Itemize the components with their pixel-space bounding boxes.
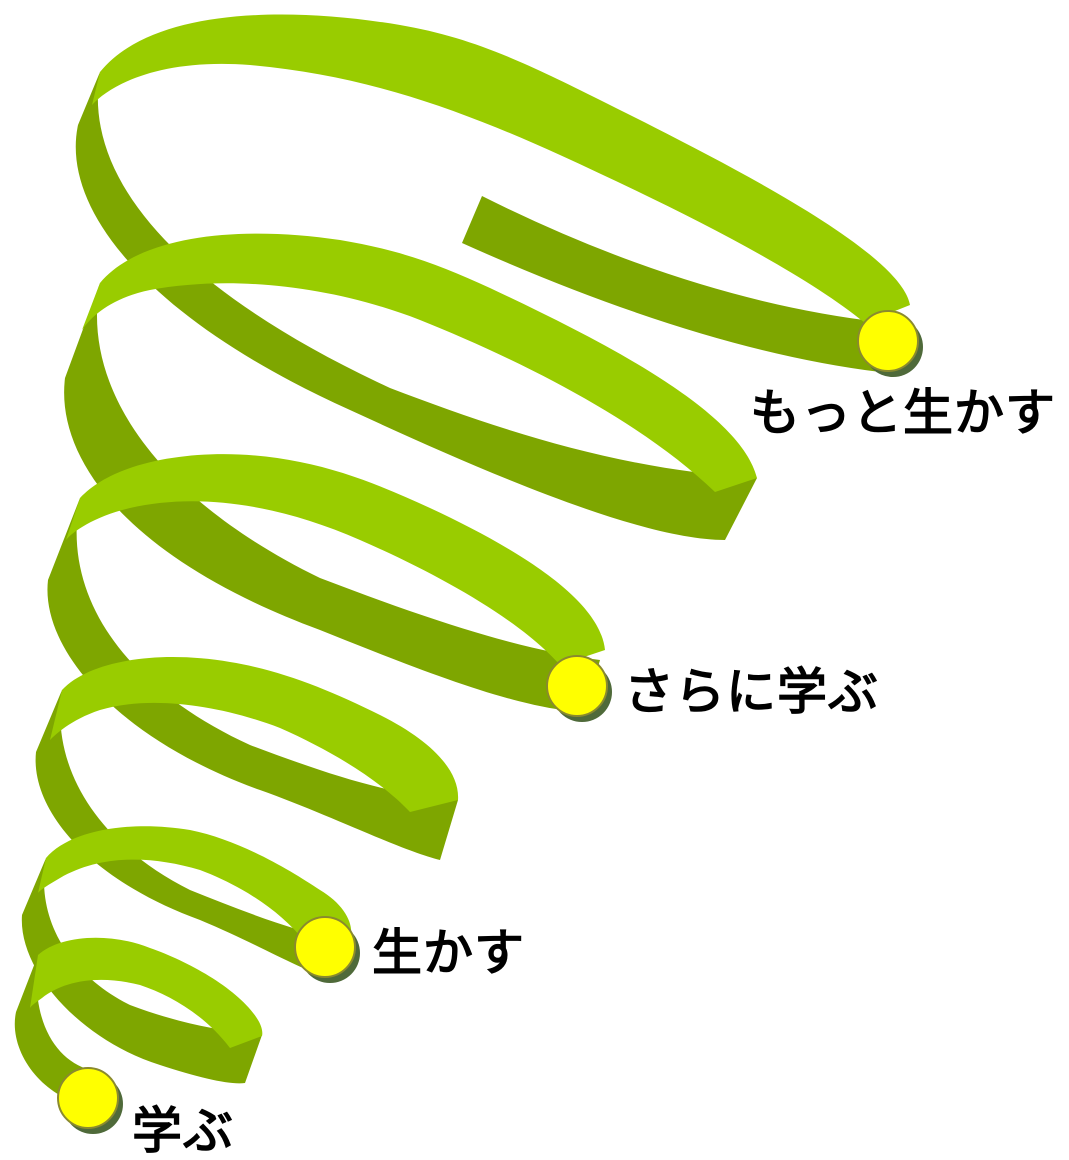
stage-label-motto-ikasu: もっと生かす <box>750 388 1056 438</box>
stage-label-ikasu: 生かす <box>372 928 525 978</box>
ribbon-loop15-front <box>50 657 458 812</box>
stage-label-manabu: 学ぶ <box>132 1106 234 1156</box>
stage-label-sarani-manabu: さらに学ぶ <box>624 667 879 717</box>
marker-stage-1 <box>58 1068 123 1134</box>
marker-stage-3 <box>547 656 612 722</box>
